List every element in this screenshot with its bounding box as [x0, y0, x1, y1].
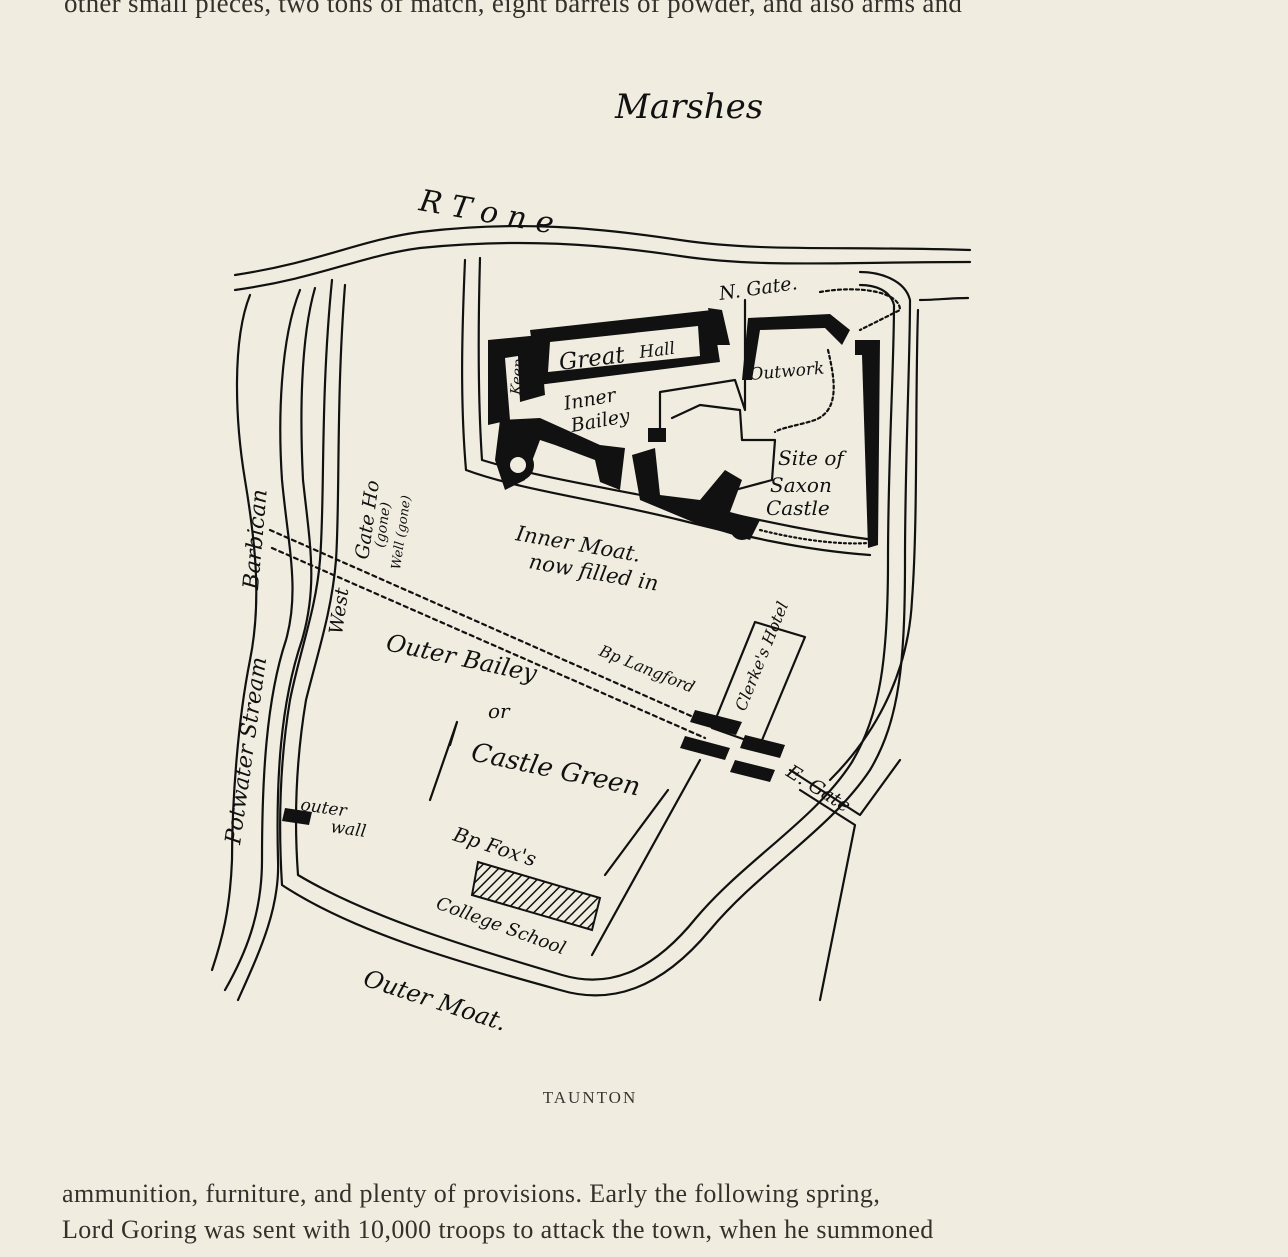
outer-moat-outer-bank: [278, 270, 912, 997]
n-gate-wall: [708, 308, 730, 345]
label-gone: (gone): [372, 501, 394, 548]
page-text-line: Lord Goring was sent with 10,000 troops …: [62, 1215, 934, 1244]
page-text-line: ammunition, furniture, and plenty of pro…: [62, 1179, 881, 1208]
keep-wall: [488, 335, 545, 425]
gatehouse-wall: [632, 448, 760, 540]
page-text-bottom: ammunition, furniture, and plenty of pro…: [62, 1176, 1122, 1248]
bp-langford-block-3: [680, 736, 730, 760]
river-bank-north: [233, 224, 972, 277]
label-potwater-stream: Potwater Stream: [221, 655, 272, 846]
inner-moat-inner: [477, 256, 877, 542]
bp-langford-block-1: [690, 710, 742, 735]
north-arrow: [428, 720, 459, 802]
bp-langford-block-2: [740, 735, 785, 758]
east-wall: [855, 340, 880, 548]
label-river-tone: R T o n e: [416, 183, 557, 241]
outwork-wall: [742, 314, 850, 380]
east-stream: [918, 296, 970, 302]
east-gate-road-1: [788, 758, 902, 817]
label-or: or: [488, 699, 511, 723]
label-wall: wall: [329, 817, 367, 842]
label-hall: Hall: [637, 339, 676, 363]
label-keep: Keep: [508, 358, 527, 396]
label-marshes: Marshes: [614, 87, 763, 127]
potwater-stream-middle: [223, 288, 302, 992]
inner-gate-block: [648, 428, 666, 442]
label-outer-bailey: Outer Bailey: [384, 628, 540, 687]
great-hall-wall: [530, 310, 720, 385]
outer-wall-block: [282, 808, 312, 825]
label-castle: Castle: [766, 496, 830, 520]
label-castle-green: Castle Green: [469, 738, 643, 803]
east-gate-road-2: [798, 788, 857, 1002]
label-saxon: Saxon: [770, 473, 832, 497]
river-bank-south: [233, 241, 972, 292]
outer-moat-inner-bank: [294, 283, 896, 981]
inner-moat-outer: [461, 258, 872, 557]
road-dotted-2: [270, 546, 707, 740]
label-outwork: Outwork: [749, 359, 825, 385]
label-bp-fox: Bp Fox's: [450, 822, 540, 872]
east-stream-line: [828, 308, 920, 782]
figure-caption: TAUNTON: [542, 1088, 638, 1107]
outwork-dotted: [773, 288, 902, 434]
label-bp-langford: Bp Langford: [596, 641, 698, 697]
saxon-outline: [670, 403, 777, 492]
label-barbican: Barbican: [239, 488, 273, 591]
label-site-of: Site of: [778, 446, 847, 470]
potwater-stream-inner: [236, 286, 317, 1002]
label-e-gate: E. Gate: [782, 760, 855, 817]
potwater-stream-outer: [210, 293, 258, 972]
road-dotted-1: [268, 528, 702, 722]
bp-langford-block-4: [730, 760, 775, 782]
label-west: West: [325, 586, 353, 636]
road-south-1: [603, 788, 670, 877]
label-outer-moat: Outer Moat.: [360, 964, 510, 1037]
south-tower: [730, 516, 754, 540]
saxon-castle-dotted: [758, 528, 870, 545]
road-south-2: [590, 758, 702, 957]
page-text-top-line: other small pieces, two tons of match, e…: [64, 0, 963, 18]
label-n-gate: N. Gate.: [717, 272, 799, 305]
college-school-building: [470, 860, 602, 932]
